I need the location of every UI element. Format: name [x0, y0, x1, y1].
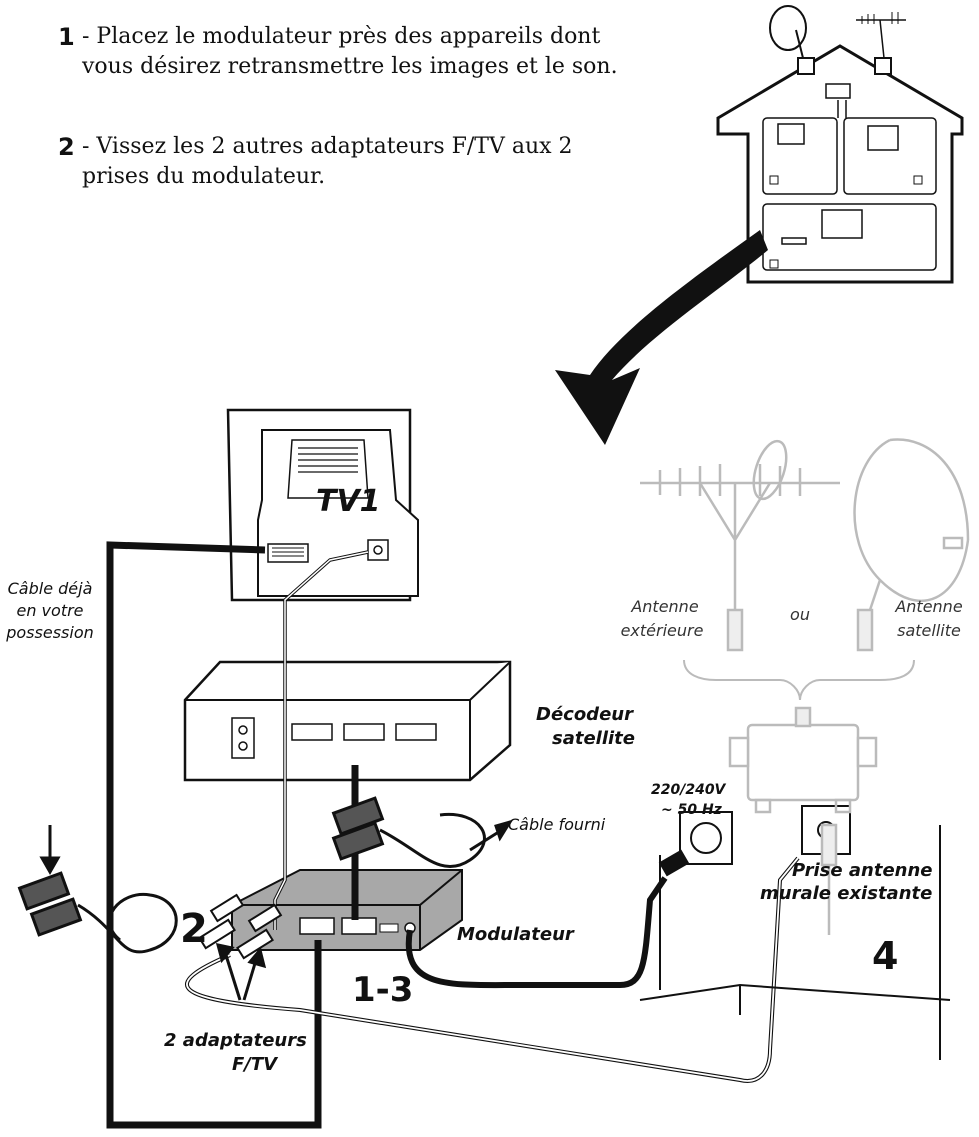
step-number-4: 4 — [872, 934, 899, 978]
antenna-ext-line1: Antenne — [631, 597, 699, 616]
wall-socket-line2: murale existante — [760, 883, 933, 904]
step-1-text: - Placez le modulateur près des appareil… — [82, 24, 618, 79]
cable-owned-line2: en votre — [16, 601, 84, 620]
owned-scart-cable — [17, 825, 178, 954]
step-1: 1 - Placez le modulateur près des appare… — [58, 22, 708, 82]
power-label-line2: ~ 50 Hz — [661, 802, 722, 818]
step-number-2: 2 — [180, 906, 208, 952]
cable-supplied-label: Câble fourni — [508, 815, 606, 834]
supplied-scart-cable — [331, 796, 514, 868]
adapters-label-line1: 2 adaptateurs — [164, 1030, 307, 1051]
adapter-arrows — [215, 943, 267, 1001]
fttv-adapters — [198, 893, 283, 960]
step-2: 2 - Vissez les 2 autres adaptateurs F/TV… — [58, 132, 708, 192]
wall-socket-line1: Prise antenne — [792, 860, 933, 881]
step-2-number: 2 — [58, 133, 75, 161]
wall — [639, 825, 951, 1060]
decoder-label-line1: Décodeur — [536, 704, 633, 725]
antenna-sat-line2: satellite — [897, 621, 961, 640]
step-number-1-3: 1-3 — [352, 970, 414, 1010]
cable-owned-line1: Câble déjà — [7, 579, 93, 598]
house-thumbnail — [716, 5, 964, 284]
power-outlet — [658, 811, 733, 877]
zoom-arrow — [555, 230, 768, 445]
adapters-label-line2: F/TV — [232, 1054, 278, 1075]
cable-owned-line3: possession — [6, 623, 94, 642]
antenna-ext-line2: extérieure — [620, 621, 704, 640]
power-label-line1: 220/240V — [651, 782, 726, 798]
or-label: ou — [790, 605, 810, 624]
step-2-text: - Vissez les 2 autres adaptateurs F/TV a… — [82, 134, 573, 189]
antenna-sat-line1: Antenne — [895, 597, 963, 616]
antenna-group — [640, 438, 970, 935]
tv-label: TV1 — [316, 484, 381, 519]
decoder-box — [183, 660, 512, 782]
decoder-label-line2: satellite — [552, 728, 635, 749]
modulator-label: Modulateur — [457, 924, 574, 945]
power-cable — [405, 876, 668, 989]
step-1-number: 1 — [58, 23, 75, 51]
